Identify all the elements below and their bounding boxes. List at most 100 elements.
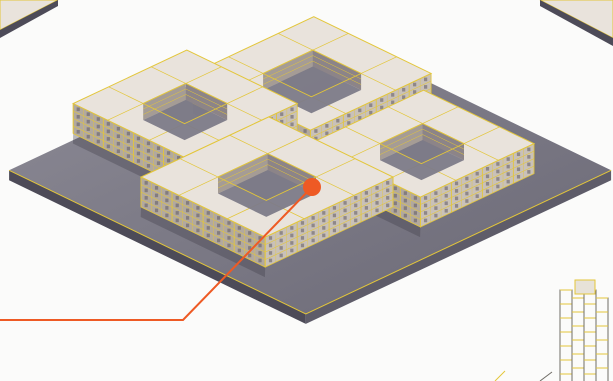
window bbox=[507, 157, 510, 161]
window bbox=[301, 236, 304, 240]
window bbox=[414, 219, 417, 223]
window bbox=[127, 132, 130, 136]
window bbox=[445, 186, 448, 190]
window bbox=[87, 127, 90, 131]
window bbox=[227, 221, 230, 225]
window bbox=[394, 201, 397, 205]
window bbox=[386, 189, 389, 193]
window bbox=[186, 224, 189, 228]
window bbox=[280, 246, 283, 250]
scaffold-cap bbox=[575, 280, 595, 294]
window bbox=[145, 204, 148, 208]
window bbox=[157, 154, 160, 158]
window bbox=[496, 162, 499, 166]
window bbox=[343, 216, 346, 220]
window bbox=[227, 229, 230, 233]
window bbox=[455, 204, 458, 208]
callout-dot bbox=[303, 178, 321, 196]
window bbox=[333, 214, 336, 218]
window bbox=[107, 145, 110, 149]
window bbox=[476, 194, 479, 198]
window bbox=[217, 216, 220, 220]
window bbox=[303, 129, 306, 133]
window bbox=[507, 172, 510, 176]
window bbox=[167, 151, 170, 155]
window bbox=[238, 249, 241, 253]
window bbox=[455, 182, 458, 186]
window bbox=[117, 142, 120, 146]
window bbox=[380, 98, 383, 102]
window bbox=[375, 194, 378, 198]
window bbox=[176, 219, 179, 223]
window bbox=[258, 244, 261, 248]
window bbox=[424, 196, 427, 200]
window bbox=[127, 147, 130, 151]
window bbox=[434, 199, 437, 203]
window bbox=[87, 112, 90, 116]
window bbox=[445, 194, 448, 198]
window bbox=[196, 229, 199, 233]
window bbox=[343, 201, 346, 205]
window bbox=[465, 177, 468, 181]
window bbox=[301, 221, 304, 225]
window bbox=[258, 259, 261, 263]
window bbox=[465, 192, 468, 196]
window bbox=[217, 231, 220, 235]
window bbox=[312, 224, 315, 228]
window bbox=[424, 211, 427, 215]
window bbox=[369, 103, 372, 107]
window bbox=[354, 196, 357, 200]
window bbox=[322, 226, 325, 230]
window bbox=[97, 117, 100, 121]
window bbox=[147, 157, 150, 161]
window bbox=[322, 211, 325, 215]
window bbox=[365, 191, 368, 195]
window bbox=[354, 219, 357, 223]
window bbox=[165, 199, 168, 203]
window bbox=[290, 122, 293, 126]
window bbox=[117, 149, 120, 153]
window bbox=[248, 231, 251, 235]
window bbox=[167, 159, 170, 163]
window bbox=[155, 194, 158, 198]
window bbox=[375, 201, 378, 205]
window bbox=[517, 167, 520, 171]
window bbox=[258, 251, 261, 255]
window bbox=[186, 216, 189, 220]
window bbox=[290, 107, 293, 111]
window bbox=[414, 196, 417, 200]
window bbox=[486, 190, 489, 194]
window bbox=[117, 134, 120, 138]
window bbox=[365, 206, 368, 210]
window bbox=[424, 219, 427, 223]
window bbox=[365, 199, 368, 203]
window bbox=[269, 244, 272, 248]
window bbox=[333, 229, 336, 233]
window bbox=[196, 206, 199, 210]
window bbox=[147, 164, 150, 168]
window bbox=[127, 139, 130, 143]
window bbox=[127, 154, 130, 158]
window bbox=[476, 187, 479, 191]
window bbox=[77, 107, 80, 111]
scaffold-fragment bbox=[540, 372, 552, 381]
window bbox=[145, 196, 148, 200]
window bbox=[517, 175, 520, 179]
window bbox=[280, 231, 283, 235]
window bbox=[386, 204, 389, 208]
window bbox=[455, 189, 458, 193]
window bbox=[107, 137, 110, 141]
window bbox=[207, 211, 210, 215]
window bbox=[496, 177, 499, 181]
window bbox=[496, 185, 499, 189]
window bbox=[465, 184, 468, 188]
window bbox=[301, 244, 304, 248]
window bbox=[365, 214, 368, 218]
window bbox=[290, 226, 293, 230]
window bbox=[186, 209, 189, 213]
window bbox=[290, 115, 293, 119]
window bbox=[404, 199, 407, 203]
scaffold-structure bbox=[495, 280, 608, 381]
window bbox=[186, 201, 189, 205]
window bbox=[358, 109, 361, 113]
